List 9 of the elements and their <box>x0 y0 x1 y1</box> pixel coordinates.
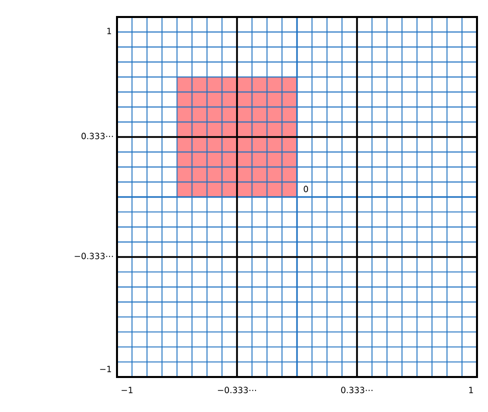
tick-label: 1 <box>469 386 473 394</box>
tick-label: 0.333⋯ <box>341 386 372 394</box>
tick-label: 1 <box>107 28 112 34</box>
tick-label: −1 <box>100 366 112 372</box>
tick-label: 0 <box>304 186 308 192</box>
tick-label: 0.333⋯ <box>82 132 113 140</box>
tick-label: −0.333⋯ <box>218 386 256 394</box>
tick-label: −1 <box>122 386 132 394</box>
tick-label: −0.333⋯ <box>74 252 113 260</box>
